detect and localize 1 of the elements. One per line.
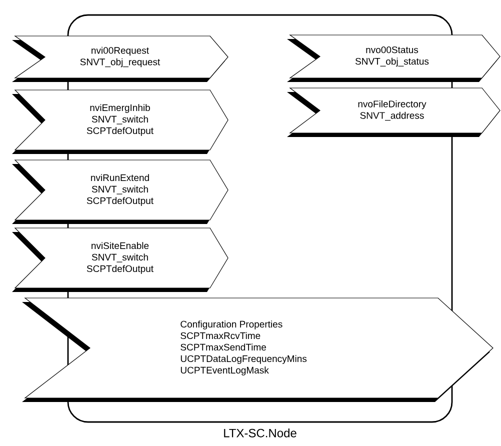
- node-label: LTX-SC.Node: [224, 428, 296, 438]
